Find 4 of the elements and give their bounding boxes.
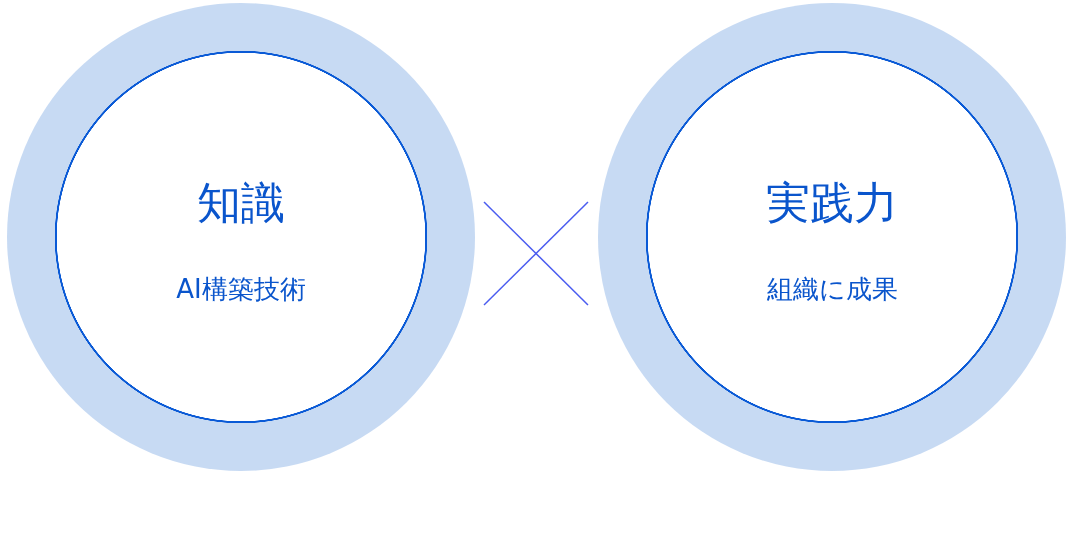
circle-title: 実践力 bbox=[765, 176, 899, 230]
circle-title: 知識 bbox=[196, 176, 286, 230]
circle-subtitle: AI構築技術 bbox=[175, 273, 307, 306]
circle-subtitle: 組織に成果 bbox=[765, 273, 899, 306]
